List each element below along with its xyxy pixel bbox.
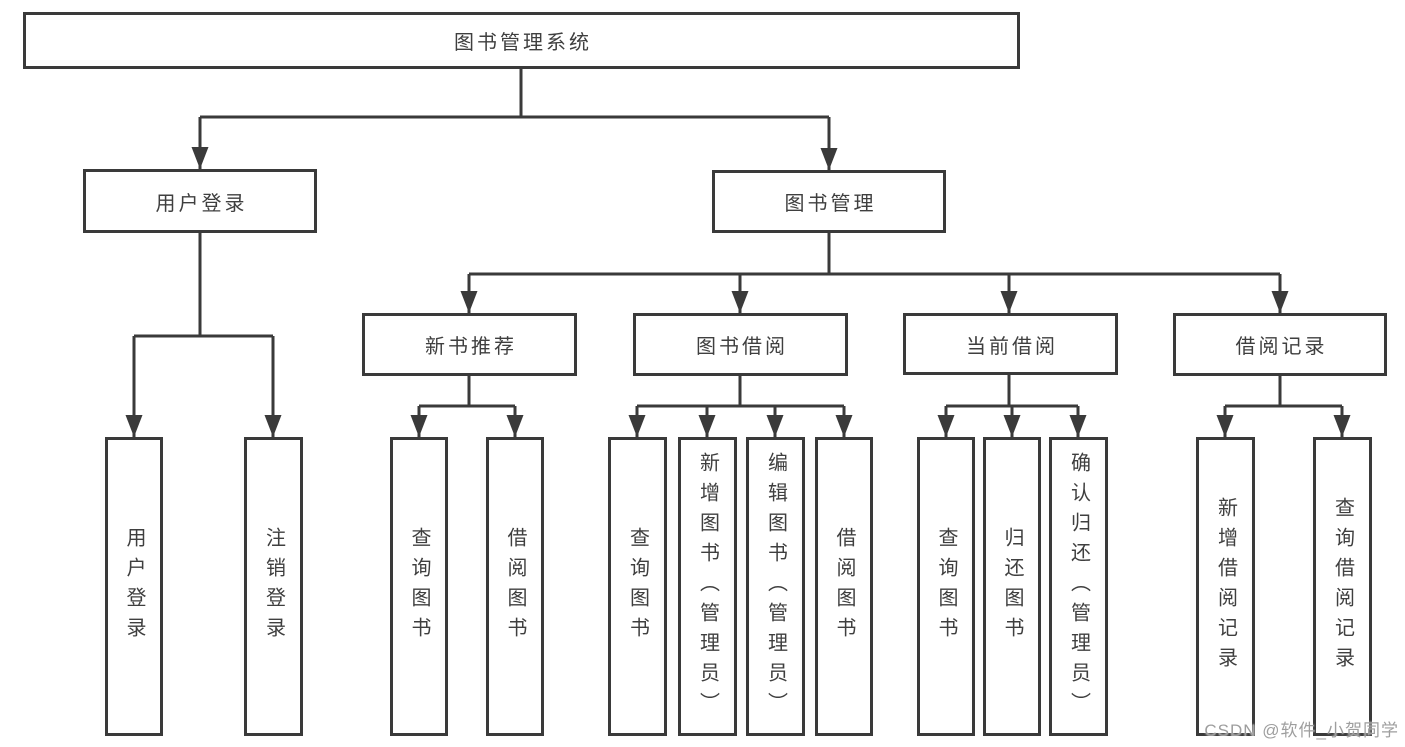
leaf-label: 查询图书: [408, 526, 430, 647]
leaf-user-login: 用户登录: [105, 437, 163, 736]
leaf-return-books: 归还图书: [983, 437, 1041, 736]
leaf-confirm-return-admin: 确认归还（管理员）: [1049, 437, 1108, 736]
leaf-label: 借阅图书: [833, 526, 855, 647]
leaf-label: 借阅图书: [504, 526, 526, 647]
leaf-logout: 注销登录: [244, 437, 303, 736]
leaf-borrow-books: 借阅图书: [815, 437, 873, 736]
leaf-label: 归还图书: [1001, 526, 1023, 647]
leaf-label: 注销登录: [262, 526, 285, 647]
leaf-add-books-admin: 新增图书（管理员）: [678, 437, 737, 736]
leaf-current-query-books: 查询图书: [917, 437, 975, 736]
leaf-label: 查询借阅记录: [1331, 496, 1354, 677]
leaf-label: 编辑图书（管理员）: [764, 451, 787, 722]
leaf-query-borrow-record: 查询借阅记录: [1313, 437, 1372, 736]
leaf-label: 新增图书（管理员）: [696, 451, 719, 722]
leaf-edit-books-admin: 编辑图书（管理员）: [746, 437, 805, 736]
leaf-recommend-borrow-books: 借阅图书: [486, 437, 544, 736]
leaf-add-borrow-record: 新增借阅记录: [1196, 437, 1255, 736]
leaf-label: 查询图书: [935, 526, 957, 647]
leaf-recommend-query-books: 查询图书: [390, 437, 448, 736]
node-user-login: 用户登录: [83, 169, 317, 233]
node-new-book-recommend: 新书推荐: [362, 313, 577, 376]
node-borrow-record: 借阅记录: [1173, 313, 1387, 376]
leaf-label: 确认归还（管理员）: [1067, 451, 1090, 722]
leaf-label: 用户登录: [123, 526, 145, 647]
node-book-management: 图书管理: [712, 170, 946, 233]
leaf-borrow-query-books: 查询图书: [608, 437, 667, 736]
node-book-borrow: 图书借阅: [633, 313, 848, 376]
leaf-label: 新增借阅记录: [1214, 496, 1237, 677]
node-root-library-system: 图书管理系统: [23, 12, 1020, 69]
csdn-watermark: CSDN @软件_小贺同学: [1204, 721, 1399, 740]
leaf-label: 查询图书: [626, 526, 649, 647]
node-current-borrow: 当前借阅: [903, 313, 1118, 375]
